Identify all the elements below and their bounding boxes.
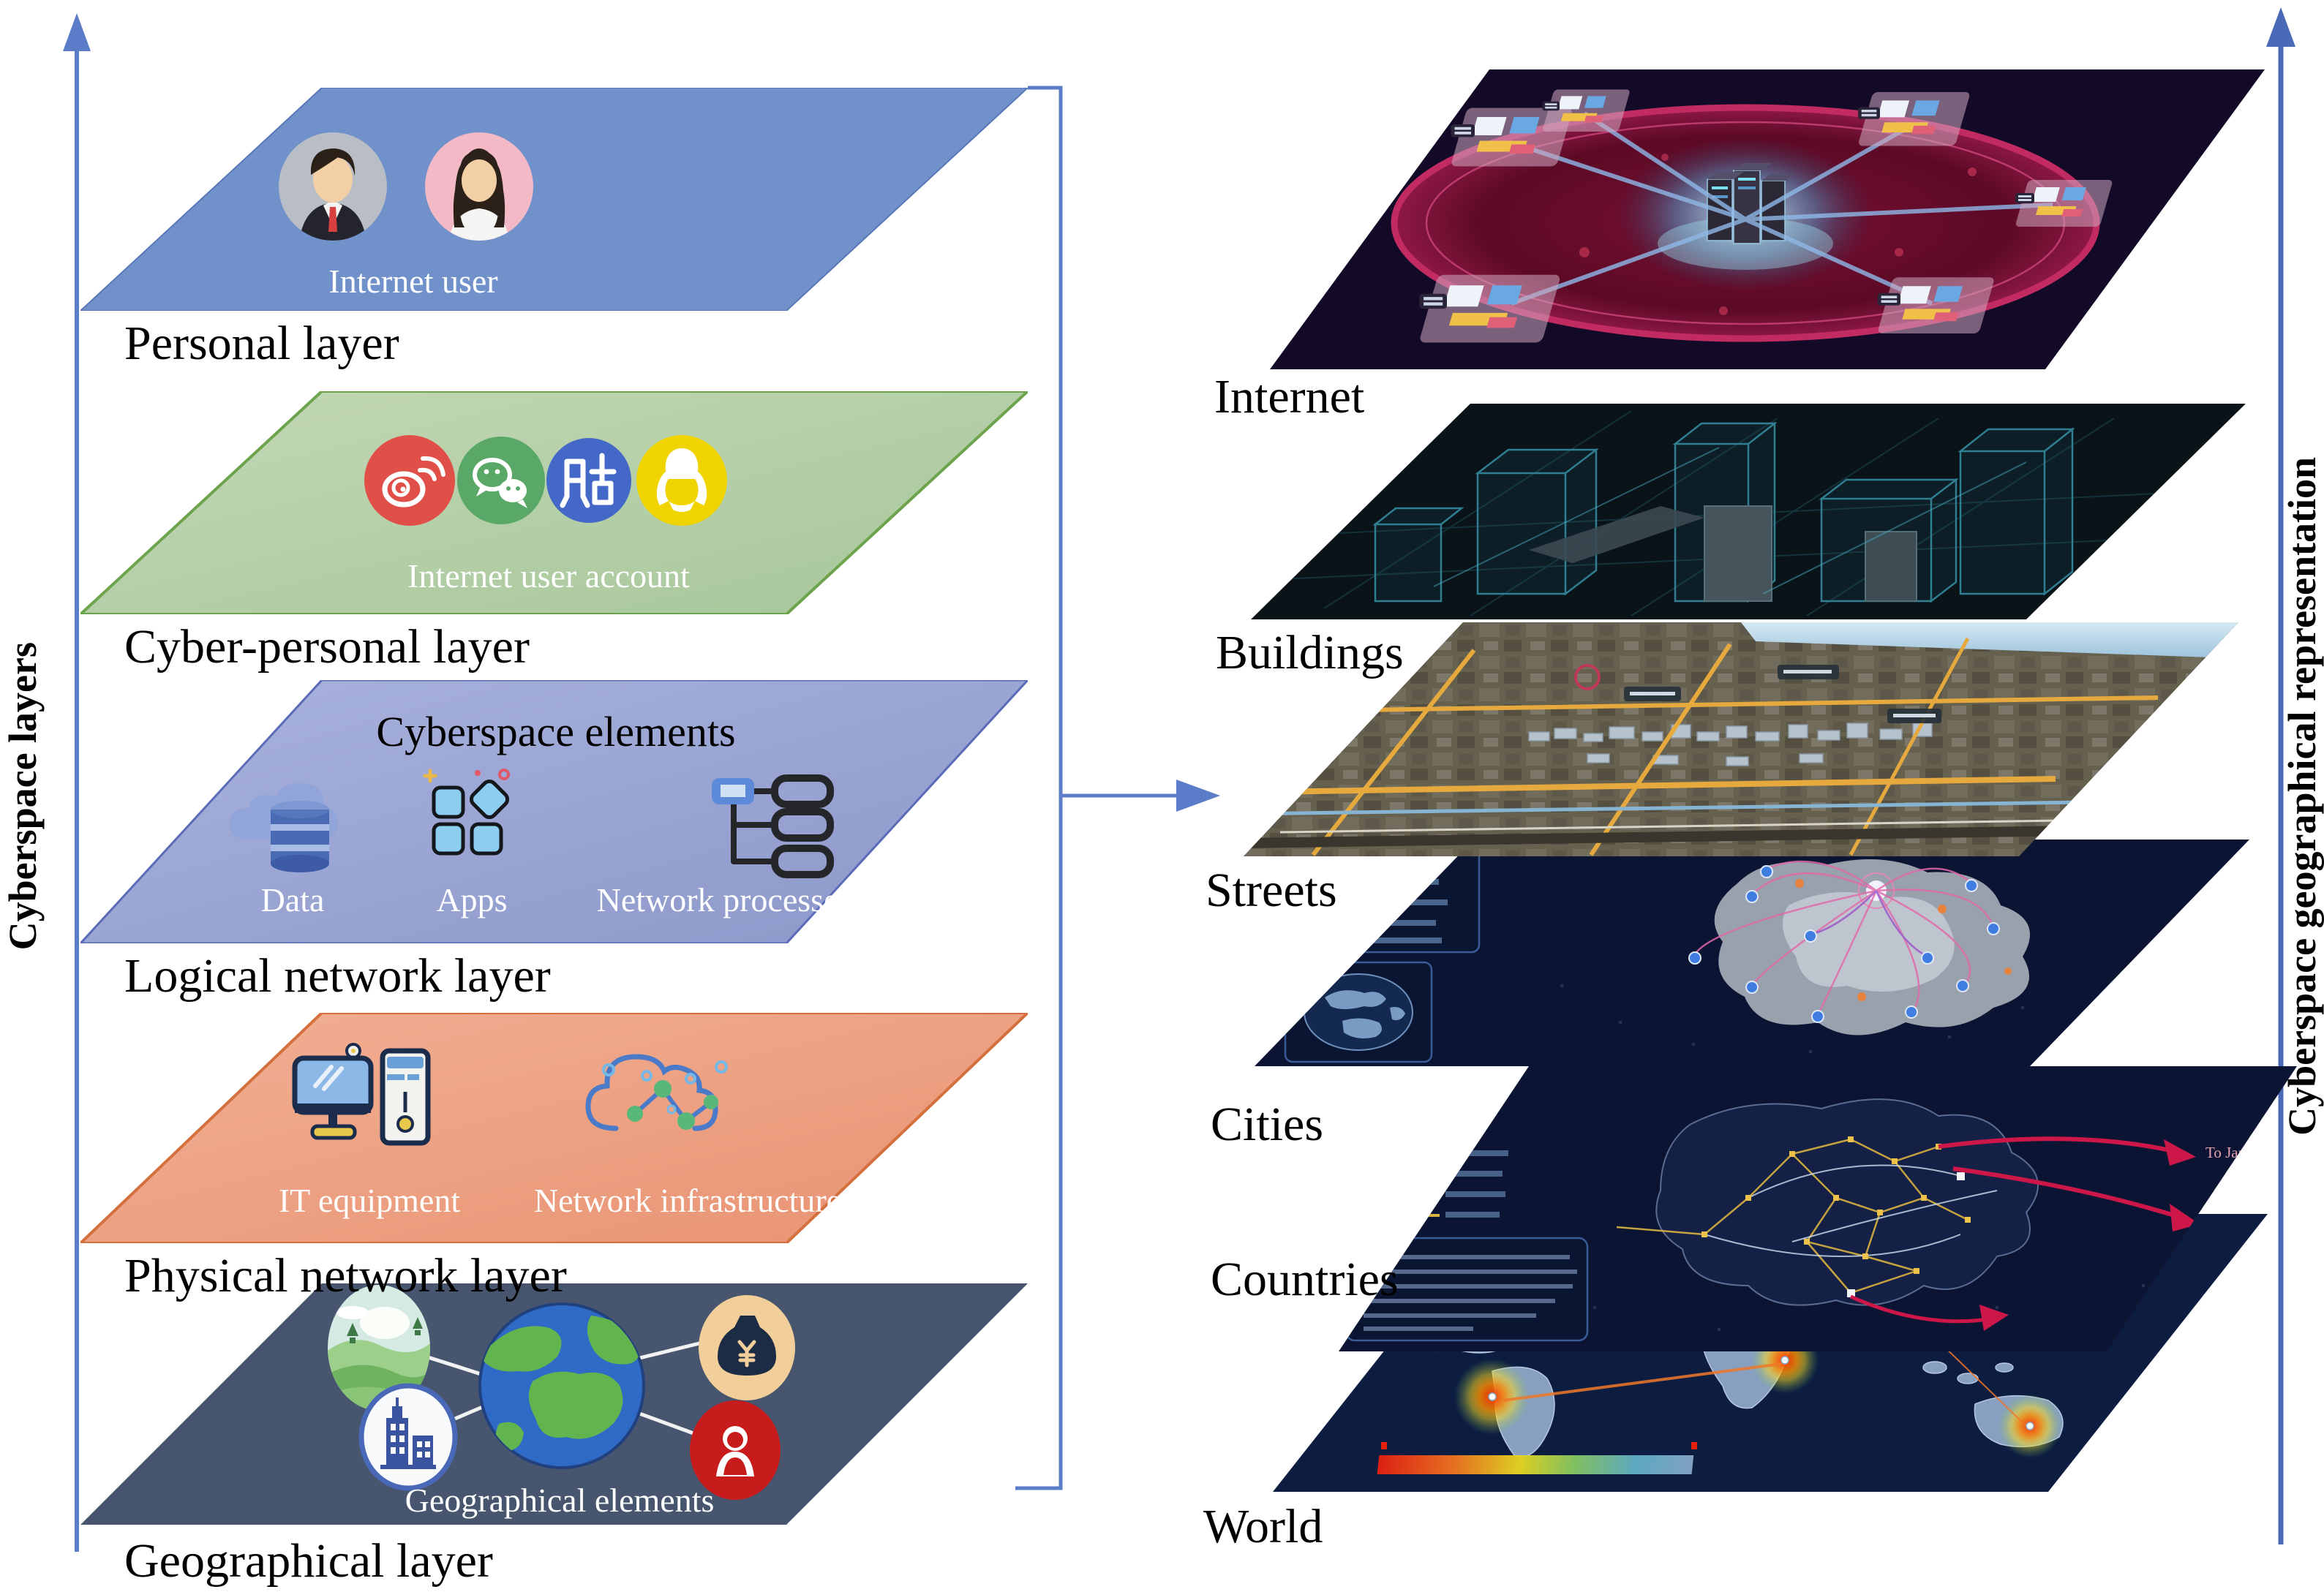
cities-level-image [1255, 840, 2249, 1066]
network-cloud-icon [585, 1054, 728, 1131]
connector-arrowhead-icon [1176, 780, 1220, 812]
geographical-layer-shape: Geographical elements [80, 1283, 1028, 1525]
countries-level-image: To Japan To USA [1339, 1066, 2297, 1351]
logical-layer-shape: Cyberspace elements [80, 680, 1028, 943]
cities-globe-panel [1284, 961, 1433, 1063]
cyber-personal-layer-shape: Internet user account [80, 391, 1028, 614]
process-tree-icon [712, 774, 834, 878]
money-bag-icon [699, 1295, 795, 1400]
cyberspace-elements-title: Cyberspace elements [376, 708, 735, 755]
left-axis-arrow [63, 13, 91, 1552]
wechat-icon [457, 437, 545, 524]
qq-icon [636, 435, 727, 526]
solid-buildings [1529, 505, 1917, 602]
network-processes-item-label: Network processes [597, 881, 852, 918]
cyber-personal-layer-label: Cyber-personal layer [124, 620, 530, 674]
sky-horizon [1741, 622, 2238, 657]
city-buildings-icon [358, 1383, 458, 1491]
streets-level-label: Streets [1206, 864, 1337, 917]
building-blocks [1528, 723, 1933, 766]
internet-level-image [1270, 69, 2265, 369]
radiating-arcs [1692, 860, 1995, 1016]
glow-dots [1579, 154, 1977, 315]
tieba-icon [546, 438, 631, 523]
countries-text-panel [1345, 1237, 1589, 1342]
map-label-chips [1574, 664, 1941, 723]
underground-network-lines [1704, 1164, 1998, 1257]
city-markers [1688, 865, 2012, 1023]
road-lines [1265, 637, 2159, 856]
to-japan-annotation: To Japan [2205, 1144, 2260, 1161]
physical-layer-label: Physical network layer [124, 1249, 567, 1302]
apps-item-label: Apps [436, 881, 507, 918]
streets-level-image [1244, 622, 2238, 856]
personal-layer-shape: Internet user [80, 88, 1028, 311]
data-item-label: Data [261, 881, 325, 918]
male-user-avatar-icon [279, 132, 387, 241]
countries-level-label: Countries [1211, 1253, 1399, 1306]
physical-layer-shape: IT equipment Network infrastructure [80, 1013, 1028, 1243]
female-user-avatar-icon [425, 132, 533, 241]
cities-legend-panel [1335, 841, 1481, 954]
right-axis-title-wrap: Cyberspace geographical representation [2279, 0, 2324, 1592]
left-axis-title-wrap: Cyberspace layers [0, 0, 48, 1592]
network-infrastructure-label: Network infrastructure [534, 1182, 841, 1219]
weibo-icon [364, 435, 455, 526]
to-usa-annotation: To USA [2209, 1213, 2260, 1231]
database-cloud-icon [230, 783, 338, 872]
tieba-glyph-strokes [560, 453, 617, 508]
buildings-level-label: Buildings [1216, 626, 1404, 679]
apps-grid-icon [423, 769, 510, 856]
cyber-personal-caption: Internet user account [407, 557, 690, 595]
personal-layer-label: Personal layer [124, 317, 399, 370]
left-axis-title: Cyberspace layers [1, 641, 45, 951]
geographical-elements-caption: Geographical elements [405, 1482, 715, 1519]
it-equipment-label: IT equipment [279, 1182, 460, 1219]
right-axis-title: Cyberspace geographical representation [2280, 456, 2324, 1136]
personal-caption: Internet user [328, 263, 497, 300]
cities-level-label: Cities [1211, 1098, 1324, 1151]
internet-level-label: Internet [1214, 370, 1365, 423]
color-scale-bar [1377, 1442, 1697, 1474]
right-axis-arrow [2266, 7, 2295, 1544]
geographical-layer-label: Geographical layer [124, 1534, 493, 1588]
bracket-connector [1015, 86, 1220, 1490]
buildings-level-image [1251, 404, 2246, 619]
world-level-label: World [1203, 1500, 1323, 1553]
earth-globe-icon [478, 1302, 645, 1469]
logical-layer-label: Logical network layer [124, 949, 551, 1003]
computer-workstation-icon [292, 1043, 431, 1146]
people-group-icon [690, 1400, 781, 1500]
